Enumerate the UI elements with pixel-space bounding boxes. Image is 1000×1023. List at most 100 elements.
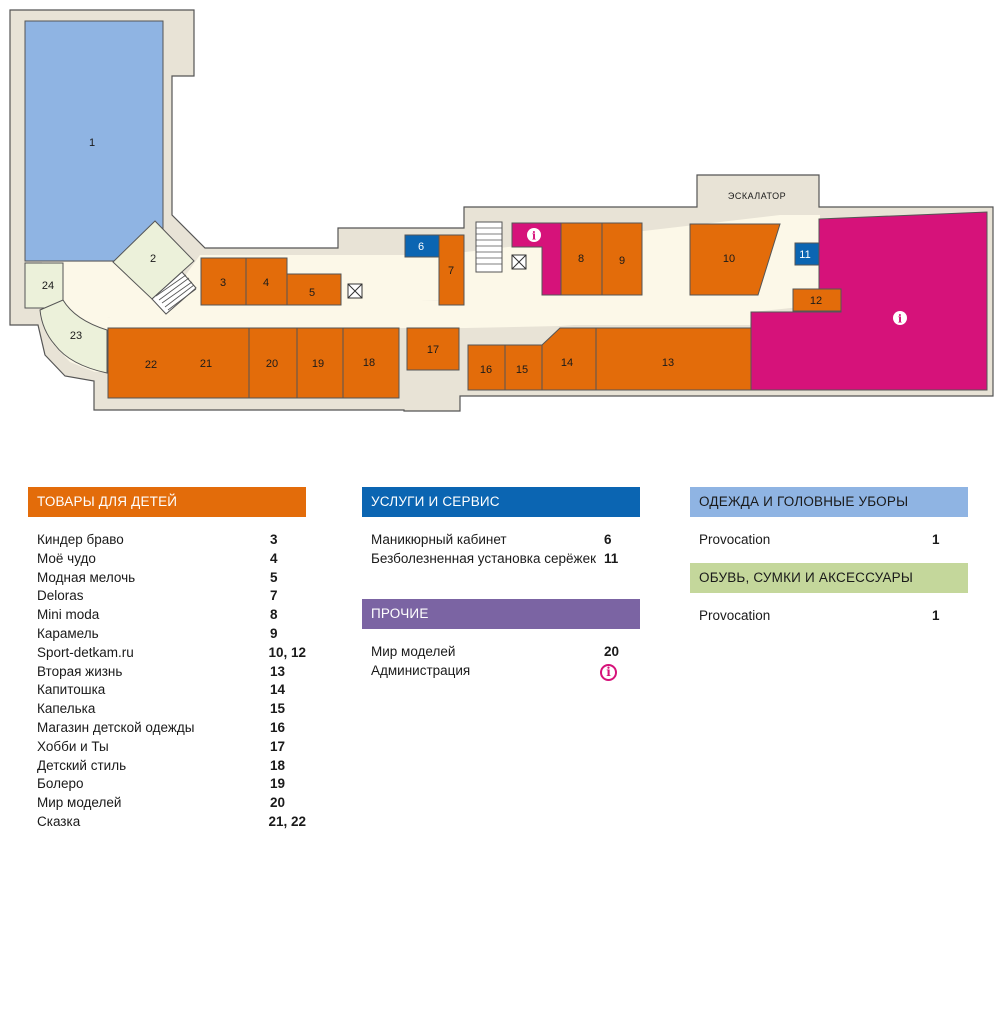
unit-label-5: 5 xyxy=(309,287,315,299)
unit-7[interactable] xyxy=(438,234,465,306)
store-name: Вторая жизнь xyxy=(37,663,123,679)
unit-label-23: 23 xyxy=(70,330,82,342)
store-number: 18 xyxy=(270,757,286,773)
unit-label-13: 13 xyxy=(662,357,674,369)
store-name: Магазин детской одежды xyxy=(37,719,195,735)
store-number: 6 xyxy=(604,532,612,547)
store-name: Мир моделей xyxy=(37,795,122,811)
store-number: 4 xyxy=(270,550,278,566)
unit-3[interactable] xyxy=(200,257,247,306)
legend-row: Модная мелочь 5 xyxy=(37,569,306,588)
store-number: 20 xyxy=(270,795,286,811)
unit-label-16: 16 xyxy=(480,364,492,376)
unit-label-18: 18 xyxy=(363,357,375,369)
unit-16[interactable] xyxy=(467,344,506,391)
store-number: 8 xyxy=(270,607,278,623)
legend-kids-header: ТОВАРЫ ДЛЯ ДЕТЕЙ xyxy=(28,487,306,517)
store-number: 5 xyxy=(270,569,278,585)
legend-row: Карамель 9 xyxy=(37,625,306,644)
unit-label-7: 7 xyxy=(448,265,454,277)
elevator-icon xyxy=(511,254,527,270)
store-name: Администрация xyxy=(371,662,471,678)
legend-row: Вторая жизнь 13 xyxy=(37,663,306,682)
store-number: 1 xyxy=(932,608,940,623)
store-name: Модная мелочь xyxy=(37,569,136,585)
elevator-icon xyxy=(347,283,363,299)
store-number: 1 xyxy=(932,532,940,547)
unit-23[interactable] xyxy=(39,299,108,374)
unit-label-9: 9 xyxy=(619,255,625,267)
unit-15[interactable] xyxy=(504,344,543,391)
legend-row: Детский стиль 18 xyxy=(37,757,306,776)
store-name: Детский стиль xyxy=(37,757,127,773)
store-number: 14 xyxy=(270,682,286,698)
unit-6[interactable] xyxy=(404,234,440,258)
unit-label-20: 20 xyxy=(266,358,278,370)
store-name: Мир моделей xyxy=(371,644,456,659)
legend-row: Сказка 21, 22 xyxy=(37,813,306,832)
unit-4[interactable] xyxy=(245,257,288,306)
legend-other-header: ПРОЧИЕ xyxy=(362,599,640,629)
store-name: Deloras xyxy=(37,588,84,604)
unit-13[interactable] xyxy=(595,327,752,391)
info-icon: i xyxy=(893,311,907,326)
unit-19[interactable] xyxy=(296,327,344,399)
unit-label-22: 22 xyxy=(145,359,157,371)
store-name: Sport-detkam.ru xyxy=(37,644,134,660)
unit-9[interactable] xyxy=(601,222,643,296)
unit-5[interactable] xyxy=(286,273,342,306)
unit-1[interactable] xyxy=(24,20,164,262)
unit-label-4: 4 xyxy=(263,277,269,289)
svg-text:i: i xyxy=(898,313,902,326)
store-name: Болеро xyxy=(37,776,84,792)
unit-label-2: 2 xyxy=(150,253,156,265)
store-name: Mini moda xyxy=(37,607,100,623)
store-name: Киндер браво xyxy=(37,532,124,547)
store-number: 15 xyxy=(270,701,286,717)
stairs-middle xyxy=(475,221,503,273)
unit-label-3: 3 xyxy=(220,277,226,289)
legend-row: Капитошка 14 xyxy=(37,681,306,700)
unit-21-22[interactable] xyxy=(107,327,250,399)
store-number: 11 xyxy=(604,550,619,566)
legend-row: Мир моделей 20 xyxy=(37,794,306,813)
legend-row: Моё чудо 4 xyxy=(37,550,306,569)
store-number: 9 xyxy=(270,625,278,641)
unit-2[interactable] xyxy=(112,220,195,300)
store-name: Сказка xyxy=(37,813,81,829)
store-number: 20 xyxy=(604,644,620,659)
corridor-west xyxy=(107,300,465,330)
store-number: 17 xyxy=(270,738,286,754)
store-name: Карамель xyxy=(37,625,99,641)
store-number: 13 xyxy=(270,663,286,679)
unit-18[interactable] xyxy=(342,327,400,399)
stairs-west xyxy=(151,271,197,315)
unit-anchor[interactable] xyxy=(750,211,988,391)
unit-label-21: 21 xyxy=(200,358,212,370)
store-number: 21, 22 xyxy=(268,813,306,829)
unit-label-10: 10 xyxy=(723,253,735,265)
legend-shoes-header: ОБУВЬ, СУМКИ И АКСЕССУАРЫ xyxy=(690,563,968,593)
unit-label-12: 12 xyxy=(810,295,822,307)
unit-admin[interactable] xyxy=(511,222,562,296)
store-number: 7 xyxy=(270,588,278,604)
info-icon: i xyxy=(527,228,541,243)
unit-17[interactable] xyxy=(406,327,460,371)
unit-label-17: 17 xyxy=(427,344,439,356)
store-name: Капелька xyxy=(37,701,96,717)
store-name: Капитошка xyxy=(37,682,106,698)
legend-row: Mini moda 8 xyxy=(37,606,306,625)
unit-label-14: 14 xyxy=(561,357,573,369)
unit-10[interactable] xyxy=(689,223,781,296)
corridor-lower xyxy=(465,295,752,328)
store-name: Моё чудо xyxy=(37,550,96,566)
legend-row: Deloras 7 xyxy=(37,587,306,606)
unit-20[interactable] xyxy=(248,327,298,399)
store-number: 16 xyxy=(270,719,286,735)
unit-label-8: 8 xyxy=(578,253,584,265)
